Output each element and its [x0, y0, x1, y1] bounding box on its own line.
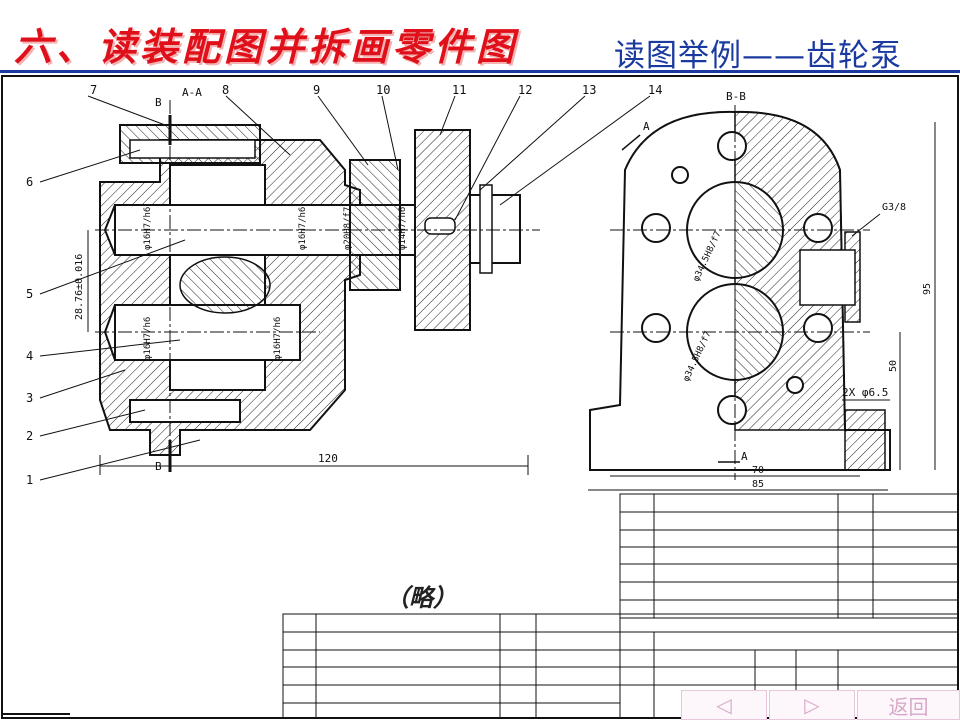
back-button[interactable]: 返回 — [857, 690, 960, 720]
cut-label-top: B — [155, 96, 162, 109]
packing-gland — [349, 159, 401, 291]
part-no-11: 11 — [452, 83, 466, 97]
part-no-7: 7 — [90, 83, 97, 97]
nut — [469, 194, 521, 264]
part-no-6: 6 — [26, 175, 33, 189]
dim-height: 95 — [922, 283, 933, 295]
left-triangle-icon: ◁ — [716, 693, 732, 717]
title-bar: 六、读装配图并拆画零件图 读图举例——齿轮泵 — [0, 0, 960, 76]
part-no-3: 3 — [26, 391, 33, 405]
dowel-pin — [129, 139, 256, 159]
view-arrow-a-bottom: A — [741, 450, 748, 463]
dim-85: 85 — [752, 479, 764, 490]
fit-label-3: φ16H7/h6 — [298, 207, 308, 250]
gear-mesh — [179, 256, 271, 314]
right-section-view: B-B A — [588, 90, 936, 491]
part-no-9: 9 — [313, 83, 320, 97]
main-title: 六、读装配图并拆画零件图 — [14, 24, 519, 69]
title-underline — [0, 70, 960, 73]
fit-label-5: φ20H8/f7 — [343, 207, 353, 250]
right-triangle-icon: ▷ — [804, 693, 820, 717]
title-block-grid — [282, 493, 959, 719]
back-button-label: 返回 — [888, 694, 929, 719]
holes-label: 2X φ6.5 — [842, 386, 888, 399]
part-no-4: 4 — [26, 349, 33, 363]
part-no-12: 12 — [518, 83, 532, 97]
section-label-aa: A-A — [182, 86, 202, 99]
dim-center: 50 — [888, 360, 899, 372]
part-no-2: 2 — [26, 429, 33, 443]
part-no-13: 13 — [582, 83, 596, 97]
fit-label-1: φ16H7/h6 — [143, 207, 153, 250]
base-foot-right — [844, 409, 886, 471]
dim-70: 70 — [752, 465, 764, 476]
bolt-holes — [641, 131, 833, 425]
thread-label: G3/8 — [882, 202, 906, 213]
fit-label-6: φ14H7/h6 — [398, 207, 408, 250]
view-arrow-a-top: A — [643, 120, 650, 133]
sub-title: 读图举例——齿轮泵 — [614, 38, 902, 74]
section-label-bb: B-B — [726, 90, 746, 103]
prev-page-button[interactable]: ◁ — [681, 690, 767, 720]
part-no-5: 5 — [26, 287, 33, 301]
part-no-14: 14 — [648, 83, 662, 97]
part-number-labels-left — [39, 149, 201, 481]
part-no-8: 8 — [222, 83, 229, 97]
part-no-10: 10 — [376, 83, 390, 97]
washer — [479, 184, 493, 274]
left-section-view: A-A B B 7 8 9 10 11 12 13 14 — [26, 83, 662, 487]
fit-label-4: φ16H7/h6 — [273, 317, 283, 360]
screw — [129, 399, 241, 423]
next-page-button[interactable]: ▷ — [769, 690, 855, 720]
key-slot — [424, 217, 456, 235]
assembly-drawing: A-A B B 7 8 9 10 11 12 13 14 — [1, 75, 959, 719]
part-number-labels-top — [87, 95, 651, 221]
dim-vertical: 28.76±0.016 — [74, 254, 85, 320]
fit-label-2: φ16H7/h6 — [143, 317, 153, 360]
dim-width: 120 — [318, 452, 338, 465]
part-no-1: 1 — [26, 473, 33, 487]
omitted-note: （略） — [385, 583, 457, 612]
